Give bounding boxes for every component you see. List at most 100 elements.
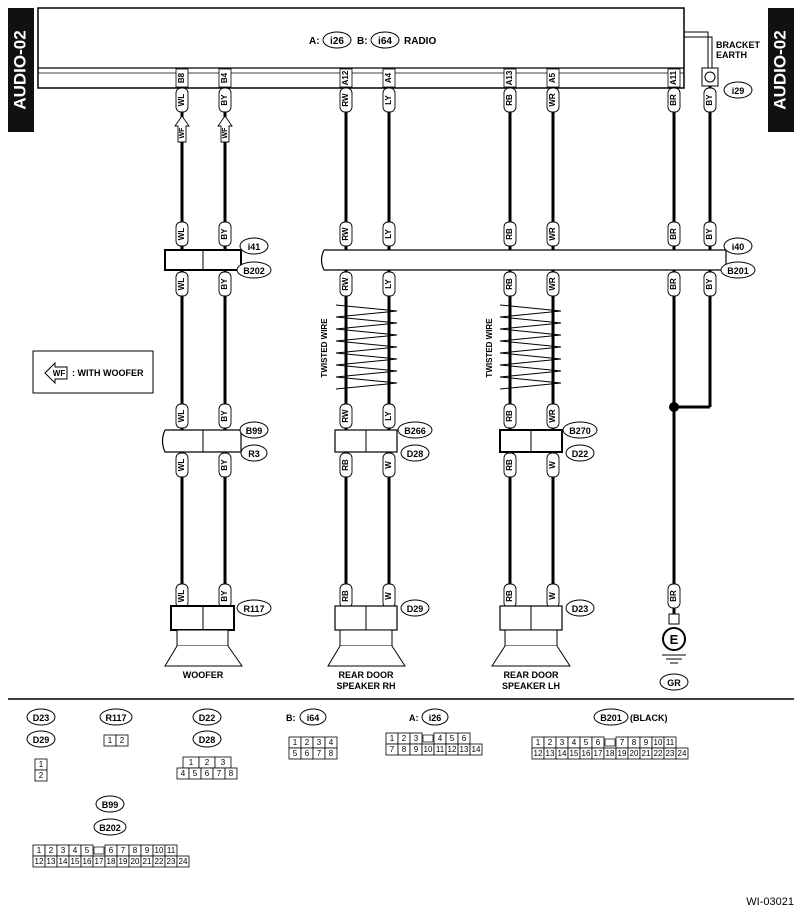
conn-i40: i40 bbox=[732, 242, 745, 252]
twist-line bbox=[499, 346, 562, 354]
wire-color-rw: RB bbox=[341, 590, 350, 602]
twist-line bbox=[335, 358, 398, 366]
side-tab-left: AUDIO-02 bbox=[8, 8, 34, 132]
wire-color-tag bbox=[339, 452, 353, 478]
pin-number: 11 bbox=[436, 745, 445, 754]
svg-text:R117: R117 bbox=[105, 713, 126, 723]
wire-color-by2: BY bbox=[705, 228, 714, 240]
pin-number: 11 bbox=[666, 738, 675, 747]
wire-color-tag bbox=[382, 452, 396, 478]
pin-number: 13 bbox=[460, 745, 469, 754]
wf-arrow bbox=[217, 115, 233, 143]
pin-number: 14 bbox=[558, 749, 567, 758]
wire-color-ly: LY bbox=[384, 229, 393, 239]
wire-color-br: BR bbox=[669, 278, 678, 290]
conn-b266: B266 bbox=[404, 426, 426, 436]
pin-number: 17 bbox=[594, 749, 603, 758]
svg-text:D23: D23 bbox=[33, 713, 50, 723]
wire-color-tag bbox=[546, 271, 560, 297]
wire-color-wr: W bbox=[548, 461, 557, 469]
pin-number: 18 bbox=[107, 857, 116, 866]
pin-number: 8 bbox=[133, 846, 138, 855]
twist-line bbox=[335, 370, 398, 378]
wf-arrow-label: WF bbox=[179, 127, 186, 139]
pin-label-by1: B4 bbox=[220, 72, 229, 83]
pin-number: 2 bbox=[205, 758, 210, 767]
pin-number: 1 bbox=[536, 738, 541, 747]
twist-line bbox=[499, 322, 562, 330]
wire-color-tag bbox=[667, 271, 681, 297]
pin-number: 3 bbox=[61, 846, 66, 855]
svg-text:A:: A: bbox=[409, 713, 419, 723]
conn-d28: D28 bbox=[407, 449, 424, 459]
wire-color-tag bbox=[175, 403, 189, 429]
wire-color-tag bbox=[703, 221, 717, 247]
twist-line bbox=[499, 382, 562, 390]
twist-line bbox=[499, 334, 562, 342]
pin-box bbox=[339, 68, 353, 88]
twist-line bbox=[499, 352, 562, 360]
wire-color-rb: RB bbox=[505, 459, 514, 471]
pin-number: 10 bbox=[424, 745, 433, 754]
pin-number: 21 bbox=[642, 749, 651, 758]
twisted-wire-label-lh: TWISTED WIRE bbox=[485, 318, 494, 378]
twist-line bbox=[335, 364, 398, 372]
pin-number: 23 bbox=[666, 749, 675, 758]
wire-color-tag bbox=[382, 271, 396, 297]
pin-number: 9 bbox=[145, 846, 150, 855]
wire-color-ly: W bbox=[384, 461, 393, 469]
pin-cell bbox=[675, 747, 689, 760]
wire-color-wr: WR bbox=[548, 227, 557, 241]
twist-line bbox=[499, 358, 562, 366]
pin-cell bbox=[115, 734, 129, 747]
pin-number: 12 bbox=[448, 745, 457, 754]
wire-color-wl: WL bbox=[177, 410, 186, 423]
pin-number: 22 bbox=[654, 749, 663, 758]
svg-text:SPEAKER LH: SPEAKER LH bbox=[502, 681, 560, 691]
wire-color-tag bbox=[667, 87, 681, 113]
pin-number: 15 bbox=[570, 749, 579, 758]
pin-box bbox=[546, 68, 560, 88]
pin-number: 2 bbox=[402, 734, 407, 743]
radio-device-label: RADIO bbox=[404, 36, 436, 47]
twist-line bbox=[335, 346, 398, 354]
wire-color-wr: WR bbox=[548, 277, 557, 291]
pin-number: 20 bbox=[630, 749, 639, 758]
conn-b202: B202 bbox=[243, 266, 265, 276]
pin-label-br: A11 bbox=[669, 70, 678, 85]
wire-color-tag bbox=[175, 452, 189, 478]
pin-number: 1 bbox=[293, 738, 298, 747]
pin-number: 6 bbox=[305, 749, 310, 758]
pin-label-rw: A12 bbox=[341, 70, 350, 85]
twist-line bbox=[499, 364, 562, 372]
pin-box bbox=[382, 68, 396, 88]
wire-color-tag bbox=[382, 403, 396, 429]
pin-number: 7 bbox=[121, 846, 126, 855]
twist-line bbox=[335, 340, 398, 348]
wire-runs: B8WLWL3WLWL22WLWL1WFB4BYBY4BYBY9BYBY2WFA… bbox=[174, 68, 717, 621]
woofer-device: WOOFER bbox=[164, 605, 243, 680]
twist-line bbox=[335, 304, 398, 312]
pin-number: 3 bbox=[221, 758, 226, 767]
pin-cell bbox=[34, 769, 48, 782]
pin-number: 1 bbox=[189, 758, 194, 767]
wire-color-tag bbox=[503, 403, 517, 429]
pin-number: 13 bbox=[47, 857, 56, 866]
wire-color-tag bbox=[339, 271, 353, 297]
pin-number: 6 bbox=[462, 734, 467, 743]
wire-color-tag bbox=[382, 221, 396, 247]
svg-text:D29: D29 bbox=[33, 735, 50, 745]
pin-number: 6 bbox=[109, 846, 114, 855]
twist-line bbox=[499, 370, 562, 378]
junction-b270-d22 bbox=[499, 429, 563, 453]
wire-color-tag bbox=[667, 583, 681, 609]
conn-r117: R117 bbox=[243, 604, 264, 614]
pin-gap bbox=[604, 738, 616, 747]
pin-cell bbox=[224, 767, 238, 780]
twist-line bbox=[335, 328, 398, 336]
svg-text:B201: B201 bbox=[600, 713, 622, 723]
